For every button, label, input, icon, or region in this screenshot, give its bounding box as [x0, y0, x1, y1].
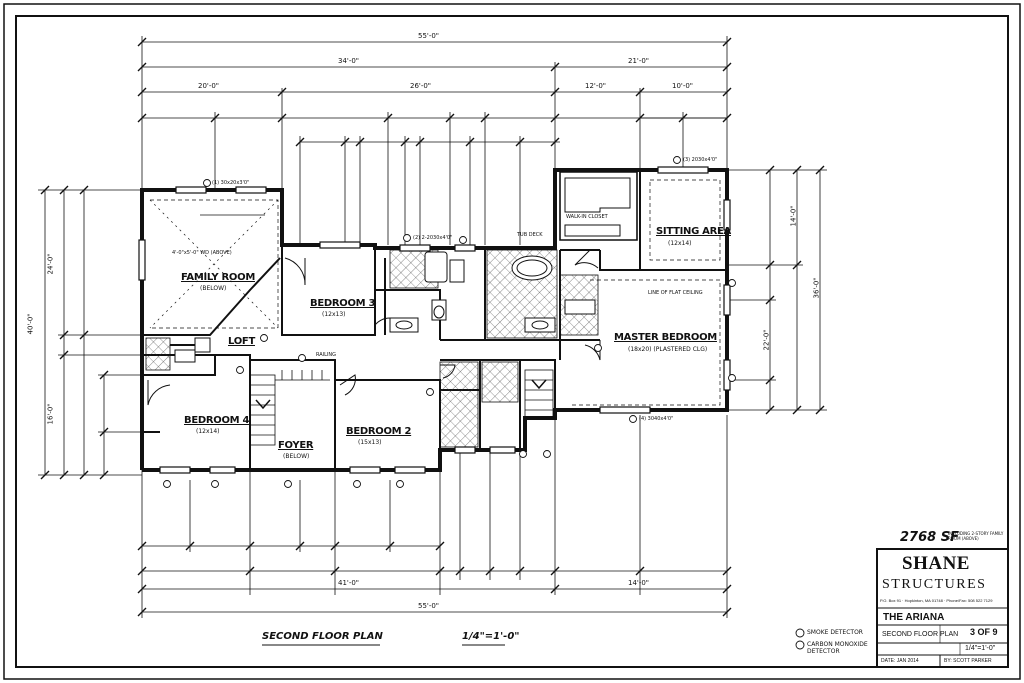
room-size-master-bedroom: (18x20) (PLASTERED CLG) — [628, 346, 708, 353]
drawn-by: BY: SCOTT PARKER — [944, 658, 992, 664]
bottom-dimensions — [141, 415, 728, 618]
dim-left-overall: 40'-0" — [26, 313, 35, 335]
room-name-bedroom-3: BEDROOM 3 — [310, 298, 376, 309]
total-area: 2768 SF — [900, 530, 959, 545]
room-name-foyer: FOYER — [278, 440, 314, 451]
dim-left-lower: 16'-0" — [46, 403, 55, 425]
sheet-number: 3 OF 9 — [970, 627, 998, 637]
room-name-master-bedroom: MASTER BEDROOM — [614, 332, 717, 343]
room-size-bedroom-3: (12x13) — [322, 311, 346, 318]
area-note: INCLUDING 2-STORY FAMILY ROOM (ABOVE) — [948, 531, 1004, 541]
dim-bottom-right: 14'-0" — [628, 579, 650, 587]
top-ticks — [137, 37, 732, 147]
dim-right-overall: 36'-0" — [812, 277, 821, 299]
circle-tags — [163, 156, 736, 488]
window-tag-3: (3) 2030x4'0" — [683, 157, 718, 163]
dim-top-right: 21'-0" — [628, 57, 650, 65]
room-size-bedroom-4: (12x14) — [196, 428, 220, 435]
window-tag-1: (1) 30x20x3'0" — [212, 180, 250, 186]
windows — [138, 166, 731, 474]
dim-right-upper: 14'-0" — [789, 205, 798, 227]
window-tag-2: (2) 2-2030x4'0" — [413, 235, 453, 241]
title-block-frame — [876, 548, 1009, 668]
dim-top-seg3: 12'-0" — [585, 82, 607, 90]
room-name-family: FAMILY ROOM — [181, 272, 255, 283]
company-name-line1: SHANE — [902, 553, 970, 574]
fixtures — [174, 251, 596, 363]
dim-left-upper: 24'-0" — [46, 253, 55, 275]
dim-top-seg2: 26'-0" — [410, 82, 432, 90]
dim-overall-bottom: 55'-0" — [418, 602, 440, 610]
right-dimensions — [727, 169, 827, 411]
left-ticks — [40, 185, 109, 480]
left-dimensions — [38, 189, 142, 476]
stairs-back — [524, 369, 554, 419]
room-name-loft: LOFT — [228, 336, 255, 347]
dim-overall-top: 55'-0" — [418, 32, 440, 40]
room-name-bedroom-4: BEDROOM 4 — [184, 415, 250, 426]
inner-border — [15, 15, 1009, 668]
room-size-bedroom-2: (15x13) — [358, 439, 382, 446]
dim-right-lower: 22'-0" — [762, 329, 771, 351]
note-tub-deck: TUB DECK — [517, 232, 543, 238]
legend-symbols — [795, 628, 805, 650]
note-railing: RAILING — [316, 352, 337, 358]
note-window-above: 4'-0"x5'-0" WD (ABOVE) — [172, 250, 232, 256]
dim-top-seg1: 20'-0" — [198, 82, 220, 90]
project-name: THE ARIANA — [883, 612, 945, 623]
legend-co-detector: CARBON MONOXIDE DETECTOR — [807, 641, 868, 655]
room-name-bedroom-2: BEDROOM 2 — [346, 426, 412, 437]
room-size-family: (BELOW) — [200, 285, 227, 292]
ceiling-lines — [149, 179, 721, 406]
dim-top-seg4: 10'-0" — [672, 82, 694, 90]
legend-smoke-detector: SMOKE DETECTOR — [807, 629, 863, 636]
room-size-sitting-area: (12x14) — [668, 240, 692, 247]
dim-bottom-left: 41'-0" — [338, 579, 360, 587]
plan-scale: 1/4"=1'-0" — [462, 631, 520, 642]
right-ticks — [765, 165, 825, 415]
sheet-title: SECOND FLOOR PLAN — [882, 631, 959, 638]
company-name-line2: STRUCTURES — [882, 577, 987, 592]
doors — [147, 249, 601, 406]
closets — [200, 171, 638, 241]
note-walk-in-closet: WALK-IN CLOSET — [566, 214, 608, 220]
window-tag-4: (4) 3040x4'0" — [639, 416, 674, 422]
drawing-date: DATE: JAN 2014 — [881, 658, 919, 664]
company-address: P.O. Box 91 · Hopkinton, MA 01748 · Phon… — [880, 598, 993, 603]
plan-title: SECOND FLOOR PLAN — [262, 631, 383, 642]
sheet-scale: 1/4"=1'-0" — [965, 645, 996, 652]
dim-top-left: 34'-0" — [338, 57, 360, 65]
bottom-ticks — [137, 541, 732, 617]
outer-border — [3, 3, 1021, 680]
note-flat-ceiling: LINE OF FLAT CEILING — [648, 290, 703, 296]
stairs-main — [249, 370, 330, 446]
room-name-sitting-area: SITTING AREA — [656, 226, 731, 237]
room-size-foyer: (BELOW) — [283, 453, 310, 460]
